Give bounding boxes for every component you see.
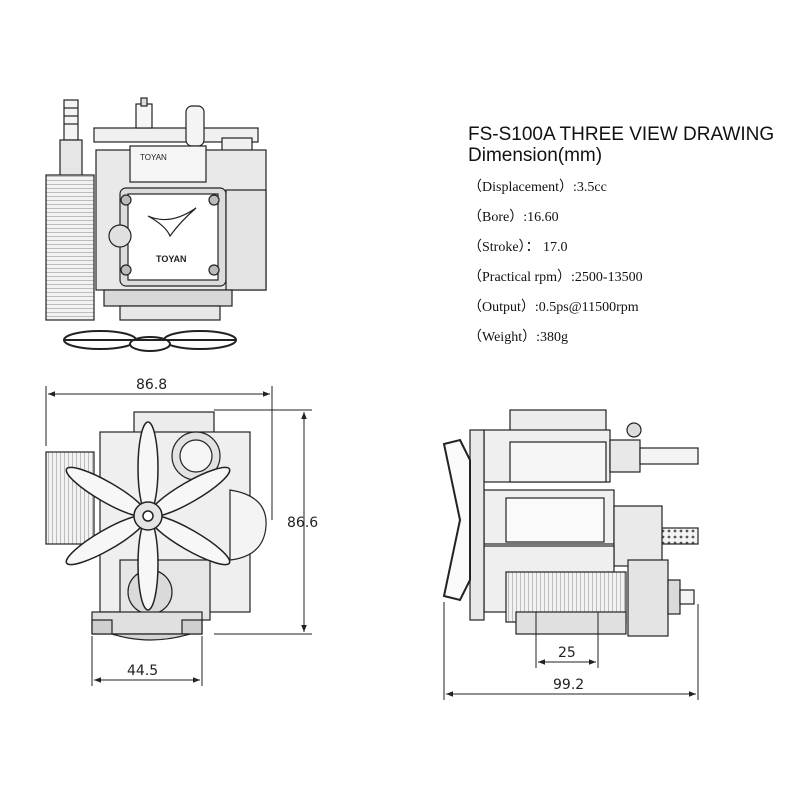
top-view-cover-text: TOYAN <box>140 153 167 162</box>
front-height-dimension: 86.6 <box>287 515 318 531</box>
side-view-dimensions <box>443 602 699 700</box>
spec-stroke: （Stroke）： 17.0 <box>468 240 568 255</box>
front-view-fan <box>65 421 231 611</box>
top-view-brand: TOYAN <box>156 254 187 264</box>
spec-weight: （Weight）:380g <box>468 330 568 345</box>
drawing-title: FS-S100A THREE VIEW DRAWING <box>468 124 775 145</box>
front-base-dimension: 44.5 <box>127 663 158 679</box>
spec-panel: FS-S100A THREE VIEW DRAWING Dimension(mm… <box>468 124 788 345</box>
spec-output: （Output）:0.5ps@11500rpm <box>468 300 639 315</box>
front-view-dimensions <box>45 386 312 686</box>
top-view-engine <box>45 97 267 352</box>
drawing-subtitle: Dimension(mm) <box>468 145 603 166</box>
front-width-dimension: 86.8 <box>136 377 167 393</box>
spec-displacement: （Displacement）:3.5cc <box>468 180 607 195</box>
spec-bore: （Bore）:16.60 <box>468 210 559 225</box>
side-view-engine <box>442 409 699 637</box>
side-length-dimension: 99.2 <box>553 677 584 693</box>
side-inner-dimension: 25 <box>558 645 576 661</box>
spec-practical-rpm: （Practical rpm）:2500-13500 <box>468 270 643 285</box>
spec-list: （Displacement）:3.5cc （Bore）:16.60 （Strok… <box>468 180 643 360</box>
